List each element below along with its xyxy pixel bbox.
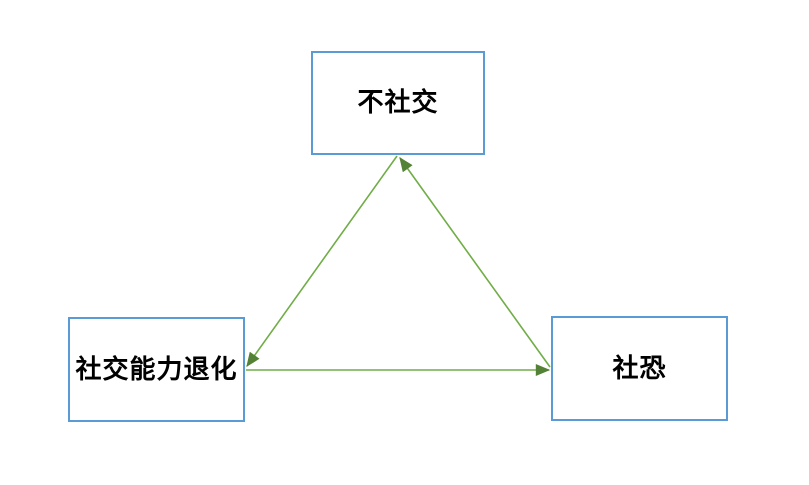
node-label: 不社交 <box>357 88 439 118</box>
edge-social-phobia-to-no-socializing <box>399 157 551 368</box>
node-social-phobia[interactable]: 社恐 <box>551 316 728 421</box>
node-label: 社恐 <box>612 353 667 384</box>
edge-no-socializing-to-social-skills-decline <box>246 155 398 367</box>
node-label: 社交能力退化 <box>75 354 238 385</box>
node-no-socializing[interactable]: 不社交 <box>311 51 485 155</box>
node-social-skills-decline[interactable]: 社交能力退化 <box>68 317 245 422</box>
